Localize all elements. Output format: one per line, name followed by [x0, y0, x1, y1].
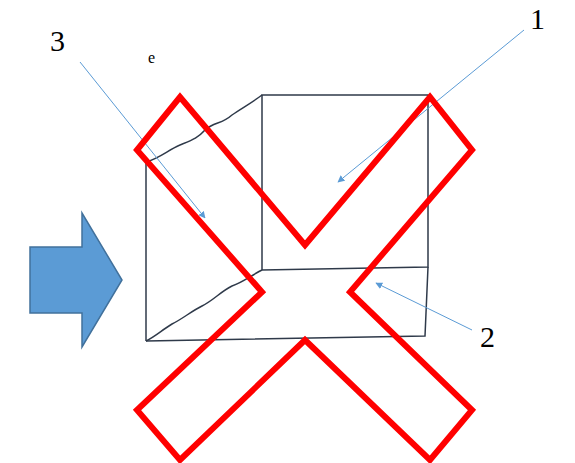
text-fragment: e	[148, 50, 155, 66]
leader-lines	[80, 30, 524, 330]
red-cross	[137, 97, 472, 460]
callout-number: 2	[480, 322, 495, 352]
cube-edge	[145, 162, 147, 341]
callout-number: 3	[50, 26, 65, 56]
block-arrow	[30, 213, 122, 347]
callout-number: 1	[530, 4, 545, 34]
leader-line	[376, 283, 472, 330]
cube-face	[262, 95, 428, 270]
cube-sketch	[146, 95, 428, 341]
leader-line	[338, 30, 524, 182]
